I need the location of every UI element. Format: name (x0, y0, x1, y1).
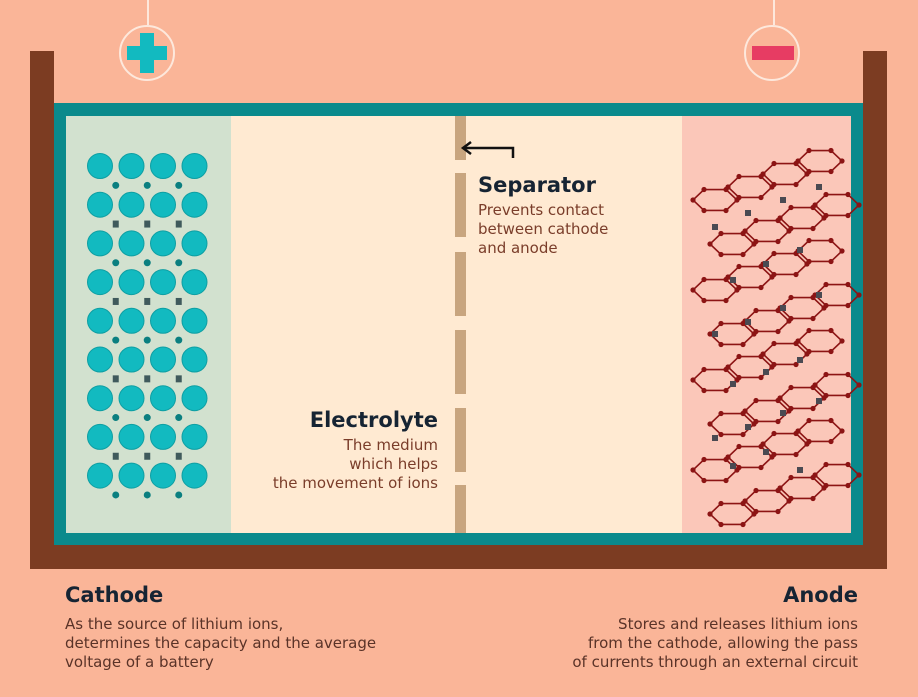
separator-desc-line: Prevents contact (478, 201, 605, 219)
separator-dash (455, 173, 466, 237)
cathode-desc-line: determines the capacity and the average (65, 634, 377, 652)
separator-desc-line: between cathode (478, 220, 609, 238)
electrolyte-desc-line: which helps (349, 455, 438, 473)
anode-label: Anode Stores and releases lithium ions f… (520, 583, 858, 672)
positive-wire (147, 0, 149, 25)
anode-desc-line: from the cathode, allowing the pass (587, 634, 858, 652)
electrolyte-title: Electrolyte (309, 408, 438, 432)
anode-region (682, 116, 851, 533)
separator-dash (455, 408, 466, 472)
electrolyte-label: Electrolyte The medium which helps the m… (236, 408, 438, 493)
separator-dash (455, 116, 466, 160)
battery-casing-right (863, 51, 887, 569)
electrolyte-desc-line: The medium (343, 436, 438, 454)
separator-title: Separator (478, 173, 596, 197)
plus-icon-vertical (140, 33, 154, 73)
cathode-desc-line: As the source of lithium ions, (65, 615, 284, 633)
negative-terminal (744, 25, 800, 81)
minus-icon (752, 46, 794, 60)
separator-desc-line: and anode (478, 239, 558, 257)
separator-dash (455, 252, 466, 316)
separator-dash (455, 330, 466, 394)
cathode-title: Cathode (65, 583, 164, 607)
electrolyte-desc-line: the movement of ions (272, 474, 438, 492)
anode-desc-line: of currents through an external circuit (572, 653, 858, 671)
separator-dash (455, 485, 466, 533)
anode-desc-line: Stores and releases lithium ions (618, 615, 858, 633)
battery-casing-left (30, 51, 54, 569)
anode-title: Anode (783, 583, 858, 607)
pointer-arrow-icon (460, 141, 515, 158)
negative-wire (773, 0, 775, 25)
cathode-desc-line: voltage of a battery (65, 653, 214, 671)
battery-casing-bottom (30, 545, 887, 569)
separator-label: Separator Prevents contact between catho… (478, 173, 608, 258)
positive-terminal (119, 25, 175, 81)
cathode-label: Cathode As the source of lithium ions, d… (65, 583, 376, 672)
